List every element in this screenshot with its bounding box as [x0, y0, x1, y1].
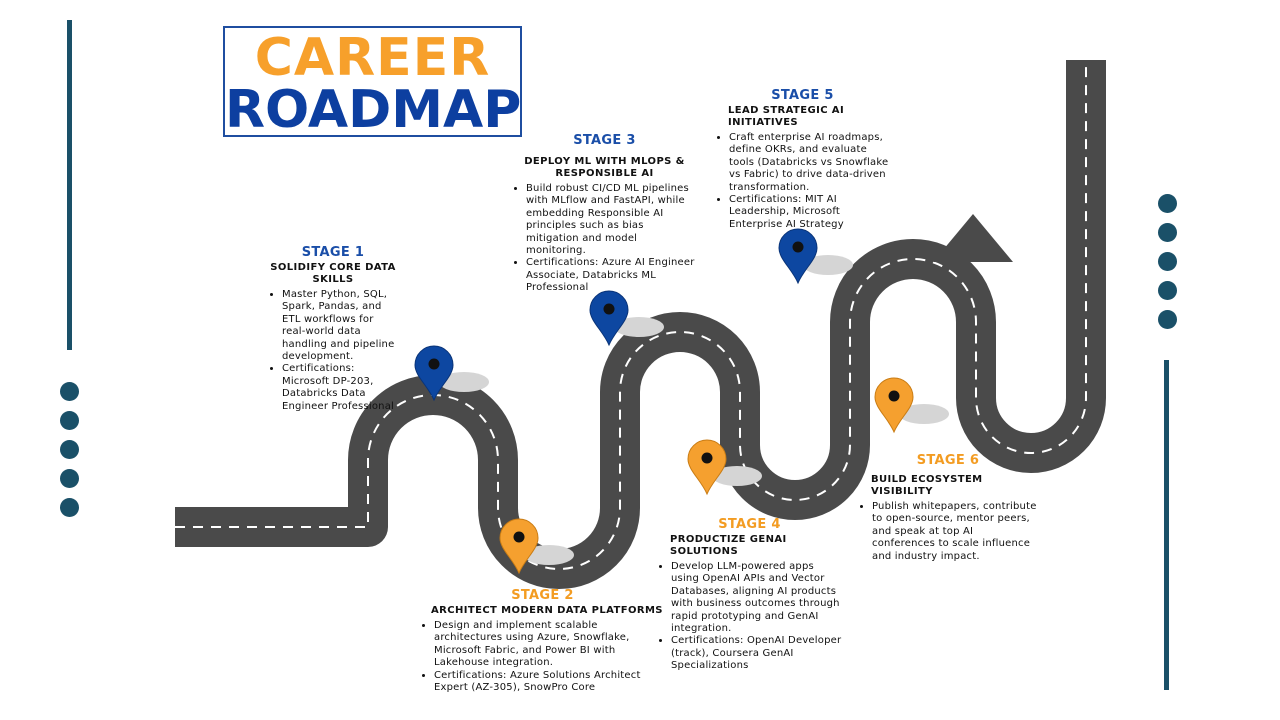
decor-dot	[60, 469, 79, 488]
arrow-head	[933, 214, 1013, 262]
pin-shadow	[803, 255, 853, 275]
decor-dot	[1158, 223, 1177, 242]
stage-heading: LEAD STRATEGIC AI INITIATIVES	[728, 105, 845, 128]
pin-hole	[428, 358, 440, 370]
pin-hole	[888, 390, 900, 402]
stage-heading: ARCHITECT MODERN DATA PLATFORMS	[431, 605, 663, 616]
stage-heading: PRODUCTIZE GENAI SOLUTIONS	[670, 534, 787, 557]
stage-label: STAGE 1	[301, 245, 365, 260]
decor-dot	[60, 498, 79, 517]
stage-bullet: Design and implement scalable architectu…	[434, 620, 665, 670]
stage-bullet: Certifications: MIT AI Leadership, Micro…	[729, 194, 890, 231]
title-line-1: CAREER	[254, 28, 491, 88]
pin-shadow	[524, 545, 574, 565]
stage-bullet: Certifications: Microsoft DP-203, Databr…	[282, 363, 398, 413]
right-divider-line	[1164, 360, 1169, 690]
stage-bullets: Publish whitepapers, contribute to open-…	[858, 501, 1038, 563]
road-center-dashes	[175, 60, 1087, 570]
pin-body	[778, 228, 818, 285]
stage-bullet: Develop LLM-powered apps using OpenAI AP…	[671, 561, 842, 635]
left-divider-line	[67, 20, 72, 350]
stage-label: STAGE 4	[718, 517, 781, 532]
stage-bullet: Master Python, SQL, Spark, Pandas, and E…	[282, 289, 398, 363]
pin-body	[687, 439, 727, 496]
stage-bullets: Master Python, SQL, Spark, Pandas, and E…	[268, 289, 398, 413]
title-line-2: ROADMAP	[225, 80, 522, 140]
blue-location-pin-icon	[414, 345, 489, 402]
stage-3: STAGE 3 DEPLOY ML WITH MLOPS & RESPONSIB…	[512, 133, 697, 295]
stage-bullet: Certifications: Azure AI Engineer Associ…	[526, 257, 697, 294]
stage-bullets: Develop LLM-powered apps using OpenAI AP…	[657, 561, 842, 673]
decor-dot	[60, 440, 79, 459]
pin-shadow	[614, 317, 664, 337]
stage-2: STAGE 2 ARCHITECT MODERN DATA PLATFORMS …	[420, 588, 665, 694]
stage-label: STAGE 5	[771, 88, 834, 103]
stage-label: STAGE 3	[573, 133, 636, 148]
title-box: CAREER ROADMAP	[223, 26, 522, 137]
stage-bullets: Craft enterprise AI roadmaps, define OKR…	[715, 132, 890, 231]
pin-shadow	[712, 466, 762, 486]
decor-dot	[60, 411, 79, 430]
stage-5: STAGE 5 LEAD STRATEGIC AI INITIATIVES Cr…	[715, 88, 890, 231]
stage-heading: SOLIDIFY CORE DATA SKILLS	[270, 262, 396, 285]
stage-bullet: Certifications: OpenAI Developer (track)…	[671, 635, 842, 672]
pin-hole	[513, 531, 525, 543]
decor-dot	[1158, 194, 1177, 213]
right-dot-column	[1158, 194, 1177, 329]
orange-location-pin-icon	[499, 518, 574, 575]
decor-dot	[1158, 281, 1177, 300]
stage-bullet: Build robust CI/CD ML pipelines with MLf…	[526, 183, 697, 257]
pin-body	[589, 290, 629, 347]
decor-dot	[60, 382, 79, 401]
left-dot-column	[60, 382, 79, 517]
pin-hole	[701, 452, 713, 464]
stage-bullet: Certifications: Azure Solutions Architec…	[434, 670, 665, 695]
stage-6: STAGE 6 BUILD ECOSYSTEM VISIBILITY Publi…	[858, 453, 1038, 563]
blue-location-pin-icon	[778, 228, 853, 285]
decor-dot	[1158, 310, 1177, 329]
blue-location-pin-icon	[589, 290, 664, 347]
stage-label: STAGE 2	[511, 588, 574, 603]
stage-bullet: Craft enterprise AI roadmaps, define OKR…	[729, 132, 890, 194]
stage-heading: BUILD ECOSYSTEM VISIBILITY	[871, 474, 983, 497]
decor-dot	[1158, 252, 1177, 271]
pin-shadow	[899, 404, 949, 424]
orange-location-pin-icon	[687, 439, 762, 496]
orange-location-pin-icon	[874, 377, 949, 434]
stage-heading: DEPLOY ML WITH MLOPS & RESPONSIBLE AI	[524, 156, 685, 179]
stage-label: STAGE 6	[916, 453, 980, 468]
stage-bullet: Publish whitepapers, contribute to open-…	[872, 501, 1038, 563]
pin-hole	[603, 303, 615, 315]
pin-body	[874, 377, 914, 434]
pin-hole	[792, 241, 804, 253]
pin-shadow	[439, 372, 489, 392]
stage-4: STAGE 4 PRODUCTIZE GENAI SOLUTIONS Devel…	[657, 517, 842, 673]
road	[175, 60, 1106, 589]
stage-1: STAGE 1 SOLIDIFY CORE DATA SKILLS Master…	[268, 245, 398, 413]
pin-body	[499, 518, 539, 575]
stage-bullets: Build robust CI/CD ML pipelines with MLf…	[512, 183, 697, 295]
stage-bullets: Design and implement scalable architectu…	[420, 620, 665, 694]
pin-body	[414, 345, 454, 402]
